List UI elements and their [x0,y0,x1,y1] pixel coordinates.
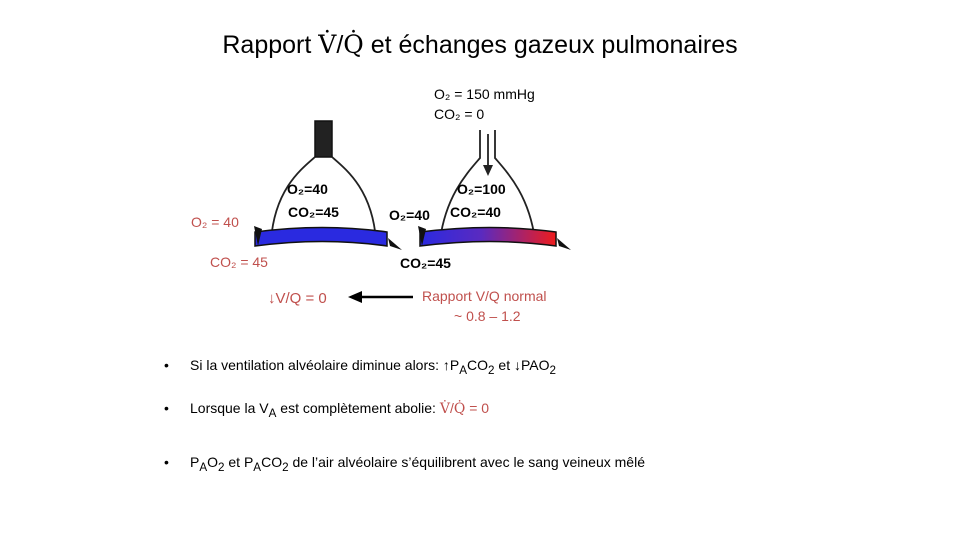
up-arrow-icon: ↑ [442,357,450,373]
bullet-dot: • [164,454,169,470]
bullet-3: • PAO2 et PACO2 de l’air alvéolaire s’éq… [164,454,645,474]
left-capillary [254,226,388,247]
right-alveolus-o2: O₂=100 [457,181,506,197]
left-alveolus-co2: CO₂=45 [288,204,339,220]
vq-zero-label: ↓V/Q = 0 [268,290,327,307]
down-arrow-icon: ↓ [514,357,521,373]
page-title: Rapport V̇/Q̇ et échanges gazeux pulmona… [222,30,738,59]
right-alveolus-co2: CO₂=40 [450,204,501,220]
blocked-airway [314,120,333,158]
inspired-co2-label: CO₂ = 0 [434,106,485,122]
right-in-co2: CO₂=45 [400,255,451,271]
right-in-o2: O₂=40 [389,207,430,223]
left-co2-label: CO₂ = 45 [210,254,268,270]
bullet-2: • Lorsque la VA est complètement abolie:… [164,400,490,420]
bullet-dot: • [164,357,169,373]
normal-ratio-range: ~ 0.8 – 1.2 [454,308,521,324]
left-alveolus: O₂=40 CO₂=45 [254,120,402,250]
inspired-o2-label: O₂ = 150 mmHg [434,86,535,102]
right-alveolus: O₂=100 CO₂=40 O₂=40 CO₂=45 [389,130,571,271]
pointer-arrow-icon [348,291,362,303]
bullet-dot: • [164,400,169,416]
right-capillary [419,226,557,247]
bullet-1: • Si la ventilation alvéolaire diminue a… [164,357,557,377]
left-alveolus-o2: O₂=40 [287,181,328,197]
down-arrow-icon: ↓ [268,290,276,307]
airflow-arrow-icon [483,165,493,176]
left-o2-label: O₂ = 40 [191,214,239,230]
normal-ratio-label: Rapport V/Q normal [422,288,547,304]
